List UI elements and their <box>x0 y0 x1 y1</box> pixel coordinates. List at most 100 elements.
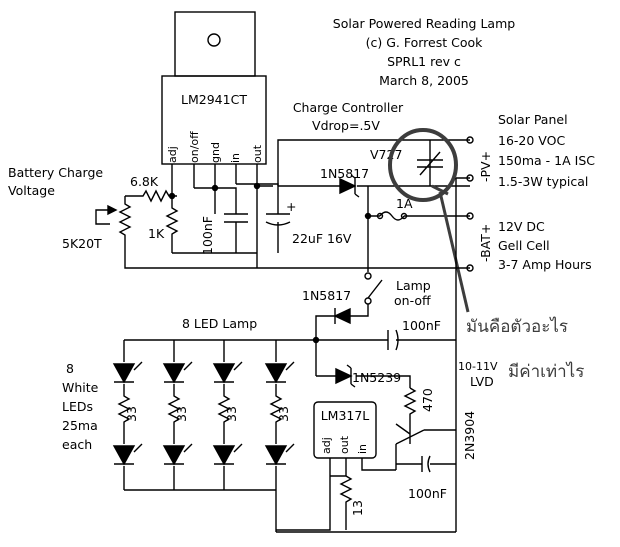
lvd-circuit: 1N5239 470 2N3904 10-11V LVD <box>316 360 498 460</box>
panel-plus-wire <box>277 139 470 186</box>
lamp-supply: 1N5817 8 LED Lamp 100nF <box>124 268 457 532</box>
annotation-line <box>438 191 470 313</box>
label-2n3904: 2N3904 <box>462 411 477 460</box>
label-6k8: 6.8K <box>130 174 159 189</box>
switch-to-diode-wire <box>350 304 369 317</box>
cap-100nf-reg <box>224 213 248 253</box>
varistor-v727: V727 <box>370 128 470 313</box>
label-1n5817-lamp: 1N5817 <box>302 288 351 303</box>
pot-5k20t <box>118 196 257 269</box>
varistor-symbol <box>417 151 443 176</box>
vdrop-label: Vdrop=.5V <box>312 118 380 133</box>
reg-pin-onoff: on/off <box>188 131 201 163</box>
led-7 <box>264 363 288 384</box>
led-5 <box>212 363 236 384</box>
title-line-1: Solar Powered Reading Lamp <box>333 16 515 31</box>
led-8 <box>264 445 288 466</box>
label-lm317: LM317L <box>321 408 370 423</box>
pot-wiper-arrow <box>107 204 118 216</box>
label-470: 470 <box>420 388 435 412</box>
cap-100nf-bottom <box>395 444 456 473</box>
led-3-bar <box>164 361 193 383</box>
zener-1n5239 <box>335 367 353 385</box>
battery-charge-label-1: Battery Charge <box>8 165 103 180</box>
resistor-33-4: 33 <box>276 406 291 422</box>
pv-plus-terminal <box>466 136 474 144</box>
transistor-2n3904 <box>395 423 456 445</box>
junction-adj <box>168 192 176 200</box>
label-100nf-bottom: 100nF <box>408 486 447 501</box>
led-1-bar <box>114 361 143 383</box>
regulator-body <box>161 75 267 165</box>
solar-panel: -PV+ Solar Panel 16-20 VOC 150ma - 1A IS… <box>455 112 595 268</box>
resistor-1k <box>165 196 179 253</box>
lm317-regulator: LM317L adj out in 13 100nF <box>276 401 456 533</box>
diode-1n5817-top <box>339 177 357 195</box>
led-6-bar <box>214 443 243 465</box>
led-column-4: 33 <box>264 340 295 532</box>
leds-label-5: each <box>62 437 92 452</box>
battery-spec-3: 3-7 Amp Hours <box>498 257 592 272</box>
label-1n5817-top: 1N5817 <box>320 166 369 181</box>
battery-spec-1: 12V DC <box>498 219 545 234</box>
resistor-6k8 <box>125 189 177 203</box>
leds-label-2: White <box>62 380 99 395</box>
resistor-33-3: 33 <box>224 406 239 422</box>
battery-spec-2: Gell Cell <box>498 238 550 253</box>
lm317-pin-in: in <box>356 444 369 454</box>
bat-plus-terminal <box>466 212 474 220</box>
led-lamp-label: 8 LED Lamp <box>182 316 257 331</box>
lamp-switch-label-1: Lamp <box>396 278 431 293</box>
led-column-2: 33 <box>162 340 193 490</box>
fuse-1a <box>379 211 405 221</box>
label-fuse: 1A <box>396 196 413 211</box>
led-col-3-wire <box>217 340 231 490</box>
leds-label-3: LEDs <box>62 399 93 414</box>
solar-panel-title: Solar Panel <box>498 112 568 127</box>
label-1n5239: 1N5239 <box>352 370 401 385</box>
label-22uf: 22uF 16V <box>292 231 352 246</box>
switch-lever <box>367 279 383 299</box>
cap-22uf-plus: + <box>286 199 296 214</box>
led-col-2-wire <box>167 340 181 490</box>
zener-bar <box>346 364 356 388</box>
junction-led-rail <box>312 336 320 344</box>
resistor-470 <box>403 387 417 424</box>
title-line-2: (c) G. Forrest Cook <box>366 35 484 50</box>
lvd-label-2: LVD <box>470 374 494 389</box>
reg-pin-out: out <box>251 144 264 163</box>
resistor-33-1: 33 <box>124 406 139 422</box>
lamp-positive-wire <box>315 315 335 376</box>
junction-gnd <box>211 184 219 192</box>
zener-wire <box>316 375 411 388</box>
led-top-rail <box>124 329 456 351</box>
title-line-3: SPRL1 rev c <box>387 54 461 69</box>
lvd-label-1: 10-11V <box>458 360 498 373</box>
lm317-wires <box>276 458 396 531</box>
title-block: Solar Powered Reading Lamp (c) G. Forres… <box>333 16 515 88</box>
label-5k20t: 5K20T <box>62 236 102 251</box>
pv-terminal-label: -PV+ <box>478 151 493 182</box>
fuse-terminal-right <box>400 212 408 220</box>
regulator-bypass: 100nF + 22uF 16V <box>194 182 352 268</box>
lamp-switch-label-2: on-off <box>394 293 431 308</box>
label-13: 13 <box>350 500 365 516</box>
led-2 <box>112 445 136 466</box>
cap-22uf <box>265 213 291 253</box>
annotation-circle <box>388 128 458 202</box>
solar-panel-spec-3: 1.5-3W typical <box>498 174 588 189</box>
regulator-tab <box>174 11 256 77</box>
diode-1n5817-lamp <box>333 307 351 325</box>
led-4 <box>162 445 186 466</box>
led-3 <box>162 363 186 384</box>
led-8-bar <box>266 443 295 465</box>
onoff-gnd-wire <box>194 187 237 214</box>
resistor-13 <box>330 475 353 530</box>
battery: -BAT+ 12V DC Gell Cell 3-7 Amp Hours <box>257 212 592 272</box>
regulator-pins <box>171 164 258 196</box>
led-array: 8 White LEDs 25ma each 33 33 33 <box>62 340 295 532</box>
pot-wiper <box>95 209 110 225</box>
led-6 <box>212 445 236 466</box>
reg-pin-in: in <box>229 153 242 163</box>
switch-contact-bottom <box>364 297 372 305</box>
